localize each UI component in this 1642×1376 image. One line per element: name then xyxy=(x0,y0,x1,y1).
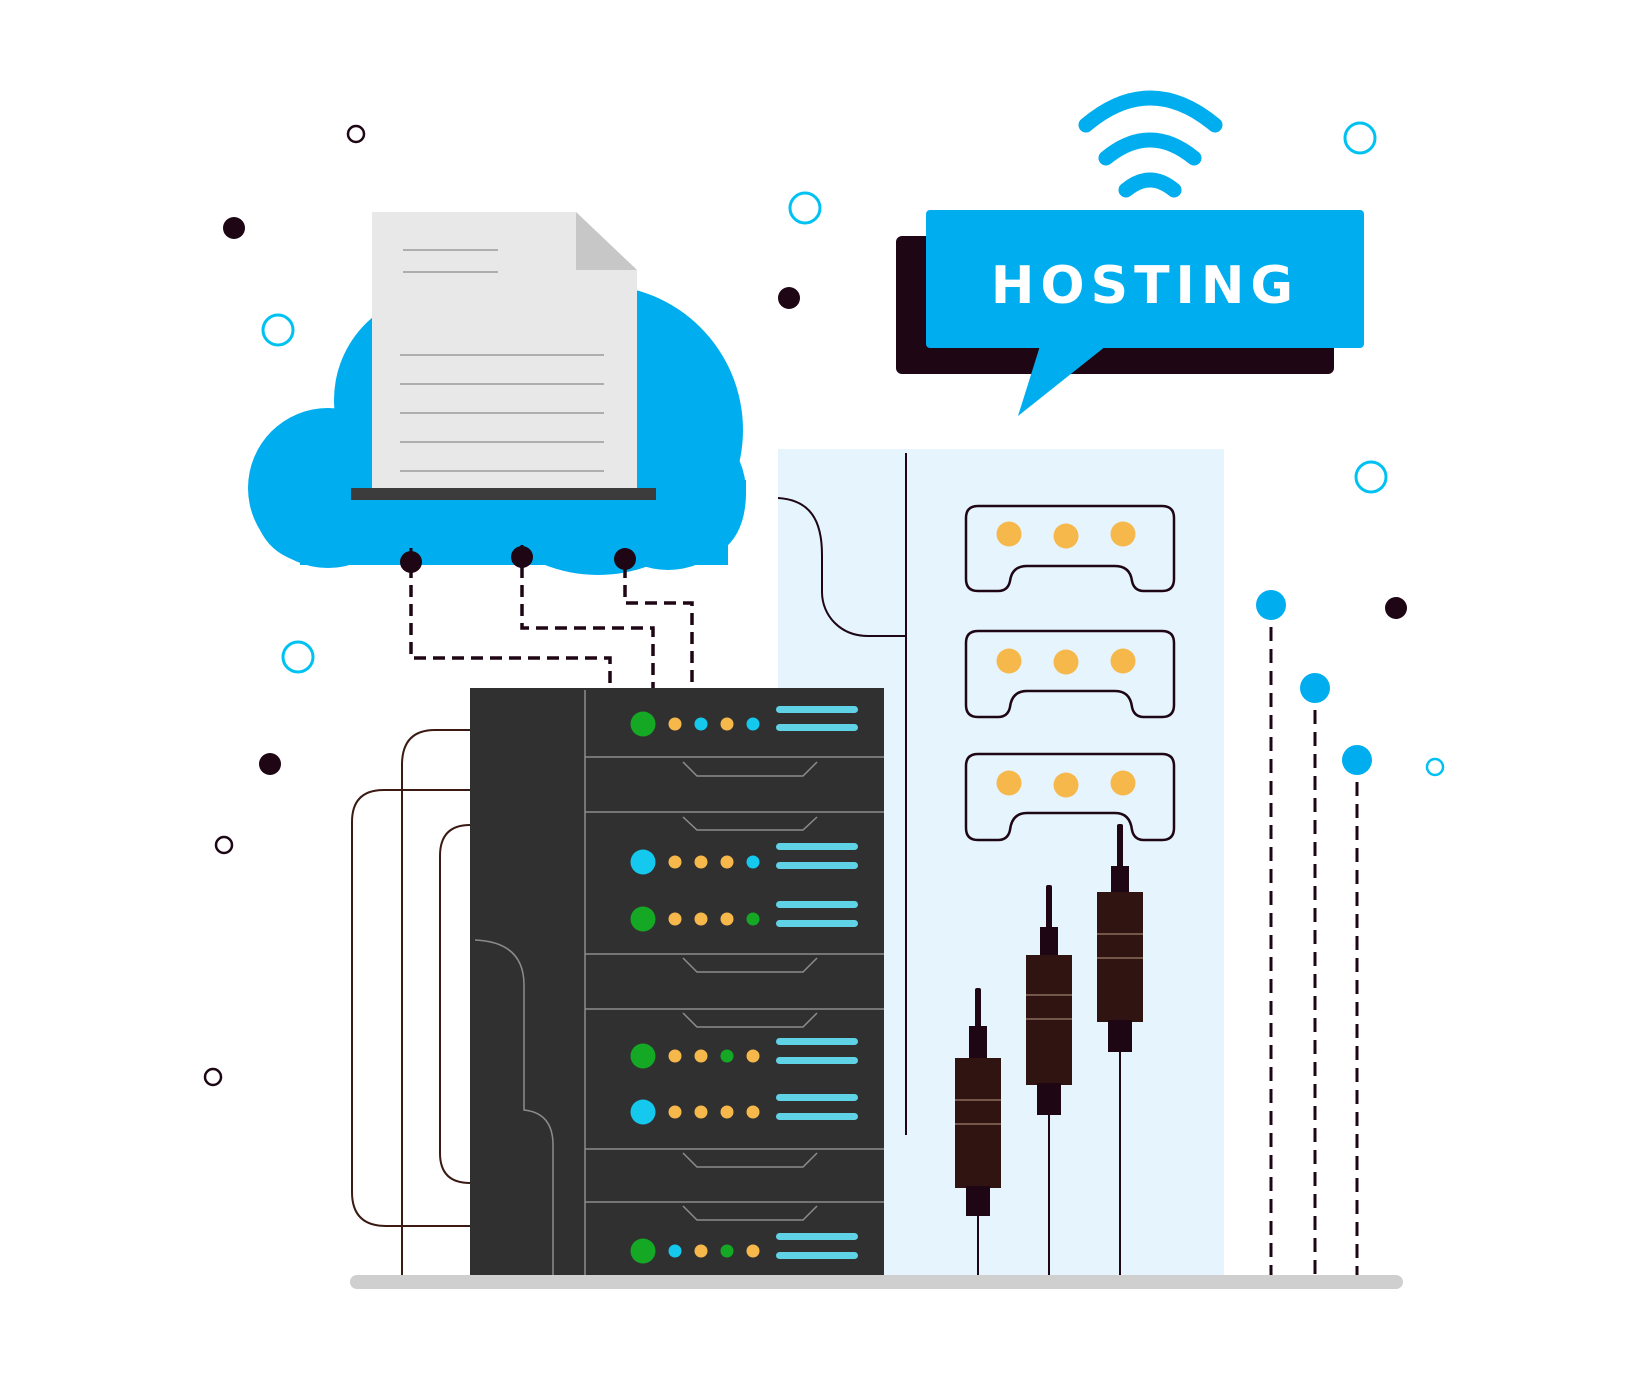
hosting-badge: HOSTING xyxy=(896,210,1364,416)
dot-outline xyxy=(346,124,366,144)
document-icon xyxy=(351,212,656,500)
dot-solid xyxy=(223,217,245,239)
dot-solid xyxy=(778,287,800,309)
power-socket-icon xyxy=(964,752,1176,842)
server-unit xyxy=(630,843,858,875)
cloud-connectors xyxy=(400,545,694,688)
wifi-icon xyxy=(1078,90,1223,198)
plug-icon xyxy=(1026,885,1072,1275)
pin-markers xyxy=(1256,590,1372,1275)
side-cables xyxy=(351,729,500,1275)
server-unit xyxy=(630,1094,858,1125)
dot-ring-blue xyxy=(261,313,295,347)
power-socket-icon xyxy=(964,629,1176,719)
decorative-dots xyxy=(203,121,1445,1087)
dot-ring-blue xyxy=(788,191,822,225)
dot-outline xyxy=(214,835,234,855)
dot-solid xyxy=(1385,597,1407,619)
plug-icon xyxy=(955,988,1001,1275)
dot-ring-blue xyxy=(1425,757,1445,777)
power-socket-icon xyxy=(964,504,1176,593)
server-unit xyxy=(630,1038,858,1069)
dot-ring-blue xyxy=(281,640,315,674)
hosting-label: HOSTING xyxy=(991,256,1299,316)
server-unit xyxy=(630,706,858,737)
floor-line xyxy=(350,1275,1403,1289)
speech-bubble-icon xyxy=(1018,346,1106,416)
dot-outline xyxy=(203,1067,223,1087)
dot-solid xyxy=(259,753,281,775)
server-rack-body xyxy=(470,688,884,1275)
server-unit xyxy=(630,1233,858,1264)
dot-ring-blue xyxy=(1354,460,1388,494)
panel-curve-line xyxy=(777,497,906,637)
dot-ring-blue xyxy=(1343,121,1377,155)
plug-icon xyxy=(1097,824,1143,1275)
server-unit xyxy=(630,901,858,932)
server-rack-icon xyxy=(470,688,884,1275)
badge-body xyxy=(926,210,1364,348)
